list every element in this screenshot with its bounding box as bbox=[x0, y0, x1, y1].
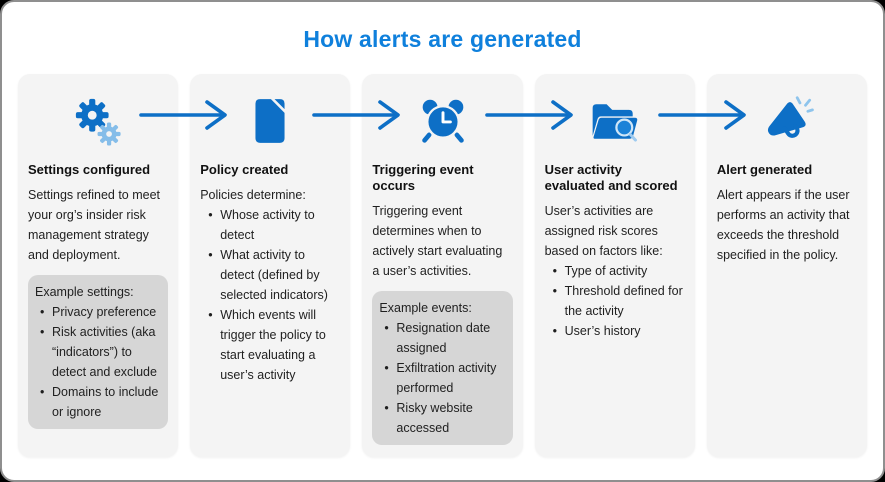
step-card-policy-created: Policy created Policies determine: Whose… bbox=[190, 74, 351, 457]
bullet-list: Type of activity Threshold defined for t… bbox=[545, 261, 685, 341]
flow-arrow bbox=[485, 100, 573, 130]
step-body: Policies determine: bbox=[200, 188, 306, 202]
step-body: Settings refined to meet your org’s insi… bbox=[28, 188, 161, 262]
list-item: Resignation date assigned bbox=[379, 318, 505, 358]
example-settings-box: Example settings: Privacy preference Ris… bbox=[28, 275, 169, 429]
list-item: Which events will trigger the policy to … bbox=[200, 305, 340, 385]
step-heading: User activity evaluated and scored bbox=[544, 162, 678, 193]
step-heading: Triggering event occurs bbox=[372, 162, 474, 193]
step-body: Alert appears if the user performs an ac… bbox=[716, 188, 850, 262]
step-card-settings-configured: Settings configured Settings refined to … bbox=[18, 74, 179, 457]
step-icon-wrap bbox=[717, 74, 857, 154]
list-item: Whose activity to detect bbox=[200, 205, 340, 245]
step-heading: Alert generated bbox=[716, 162, 813, 177]
page-title: How alerts are generated bbox=[303, 26, 582, 52]
flow-arrow bbox=[658, 100, 746, 130]
list-item: What activity to detect (defined by sele… bbox=[200, 245, 340, 305]
flow-arrow bbox=[312, 100, 400, 130]
example-list: Privacy preference Risk activities (aka … bbox=[35, 302, 161, 422]
bullet-list: Whose activity to detect What activity t… bbox=[200, 205, 340, 385]
step-card-alert-generated: Alert generated Alert appears if the use… bbox=[706, 74, 868, 457]
list-item: Type of activity bbox=[545, 261, 685, 281]
step-icon-wrap bbox=[28, 74, 168, 154]
example-label: Example events: bbox=[379, 301, 472, 315]
step-icon-wrap bbox=[200, 74, 340, 154]
step-heading: Policy created bbox=[200, 162, 289, 177]
list-item: Privacy preference bbox=[35, 302, 161, 322]
list-item: Domains to include or ignore bbox=[35, 382, 161, 422]
list-item: Exfiltration activity performed bbox=[379, 358, 505, 398]
list-item: Risk activities (aka “indicators”) to de… bbox=[35, 322, 161, 382]
megaphone-icon bbox=[767, 96, 814, 138]
list-item: User’s history bbox=[545, 321, 685, 341]
step-heading: Settings configured bbox=[28, 162, 151, 177]
list-item: Threshold defined for the activity bbox=[545, 281, 685, 321]
step-icon-wrap bbox=[545, 74, 685, 154]
example-list: Resignation date assigned Exfiltration a… bbox=[379, 318, 505, 438]
folder-search-icon bbox=[592, 104, 637, 142]
list-item: Risky website accessed bbox=[379, 398, 505, 438]
example-events-box: Example events: Resignation date assigne… bbox=[372, 291, 513, 445]
step-body: Triggering event determines when to acti… bbox=[372, 204, 503, 278]
alarm-clock-icon bbox=[421, 99, 464, 143]
example-label: Example settings: bbox=[35, 285, 134, 299]
step-card-triggering-event: Triggering event occurs Triggering event… bbox=[362, 74, 523, 457]
step-card-user-activity-scored: User activity evaluated and scored User’… bbox=[534, 74, 695, 457]
step-icon-wrap bbox=[372, 74, 512, 154]
steps-row: Settings configured Settings refined to … bbox=[18, 74, 868, 457]
document-icon bbox=[255, 99, 285, 143]
step-body: User’s activities are assigned risk scor… bbox=[544, 204, 663, 258]
gears-icon bbox=[75, 98, 121, 146]
flow-arrow bbox=[139, 100, 227, 130]
